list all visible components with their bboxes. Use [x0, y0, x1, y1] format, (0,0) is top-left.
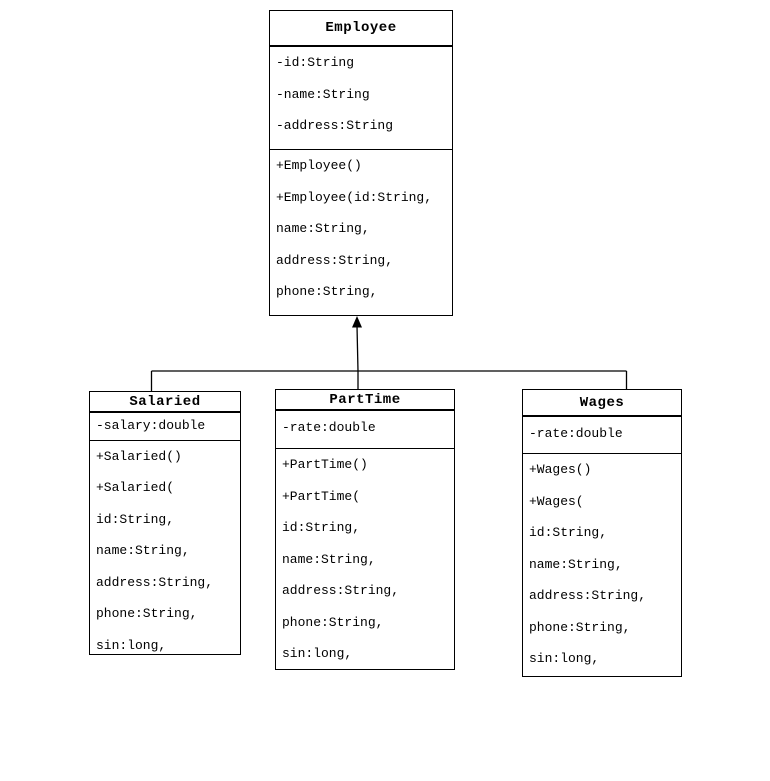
- class-methods-salaried: +Salaried() +Salaried( id:String, name:Stri…: [90, 441, 240, 655]
- class-attributes-salaried: -salary:double: [90, 413, 240, 441]
- member-line: +Salaried(: [96, 480, 175, 495]
- member-line: +Employee(id:String,: [276, 189, 433, 205]
- class-box-parttime: PartTime -rate:double +PartTime()+PartTi…: [275, 389, 455, 670]
- member-line: +PartTime(: [282, 488, 361, 504]
- member-line: sin:long,: [96, 637, 167, 653]
- class-attributes-employee: -id:String -name:String -address:String: [270, 47, 452, 150]
- member-line: phone:String,: [529, 619, 631, 635]
- member-line: -rate:double: [282, 420, 376, 435]
- class-title-wages: Wages: [523, 390, 681, 417]
- class-methods-employee: +Employee() +Employee(id:String, name:Stri…: [270, 150, 452, 315]
- class-box-salaried: Salaried -salary:double +Salaried()+Sala…: [89, 391, 241, 655]
- class-title-employee: Employee: [270, 11, 452, 47]
- member-line: phone:String,: [96, 606, 198, 621]
- class-methods-wages: +Wages() +Wages( id:String, name:String, add…: [523, 454, 681, 676]
- class-box-employee: Employee -id:String -name:String -address:…: [269, 10, 453, 316]
- class-attributes-parttime: -rate:double: [276, 411, 454, 449]
- class-attributes-wages: -rate:double: [523, 417, 681, 454]
- member-line: phone:String,: [276, 284, 378, 299]
- member-line: -salary:double: [96, 418, 206, 433]
- member-line: -name:String: [276, 86, 370, 102]
- member-line: sin:long,: [282, 646, 353, 661]
- member-line: id:String,: [282, 520, 361, 535]
- member-line: name:String,: [276, 221, 370, 236]
- member-line: address:String,: [96, 574, 214, 590]
- member-line: name:String,: [529, 556, 623, 572]
- member-line: +Wages(: [529, 493, 584, 509]
- member-line: id:String,: [96, 511, 175, 527]
- class-title-parttime: PartTime: [276, 390, 454, 411]
- member-line: address:String,: [276, 252, 394, 268]
- member-line: +Wages(): [529, 462, 592, 477]
- member-line: +Employee(): [276, 158, 362, 173]
- class-box-wages: Wages -rate:double +Wages() +Wages( id:Str…: [522, 389, 682, 677]
- class-title-salaried: Salaried: [90, 392, 240, 413]
- generalization-arrowhead-icon: [352, 316, 362, 328]
- member-line: address:String,: [529, 588, 647, 603]
- member-line: -address:String: [276, 118, 394, 133]
- member-line: +Salaried(): [96, 448, 182, 464]
- member-line: +PartTime(): [282, 457, 368, 472]
- member-line: name:String,: [96, 543, 190, 558]
- member-line: phone:String,: [282, 614, 384, 630]
- generalization-arrow-shaft: [356, 325, 359, 372]
- member-line: -rate:double: [529, 426, 623, 441]
- member-line: id:String,: [529, 525, 608, 540]
- member-line: sin:long,: [529, 651, 600, 666]
- member-line: -id:String: [276, 55, 355, 70]
- class-methods-parttime: +PartTime() +PartTime( id:String, name:Stri…: [276, 449, 454, 669]
- member-line: name:String,: [282, 551, 376, 567]
- member-line: address:String,: [282, 583, 400, 598]
